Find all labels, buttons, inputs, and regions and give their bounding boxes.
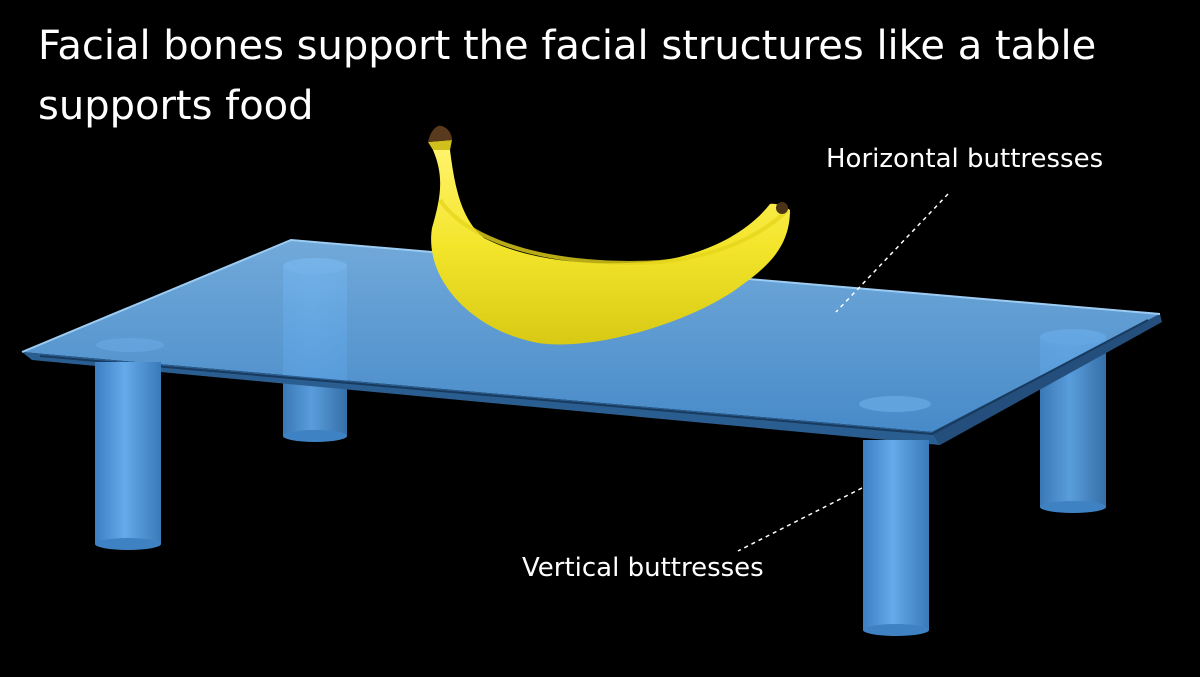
horizontal-buttresses-label: Horizontal buttresses: [826, 144, 1104, 174]
horizontal-leader-line: [835, 193, 949, 313]
vertical-buttresses-label: Vertical buttresses: [522, 553, 764, 583]
banana-stem: [428, 125, 452, 142]
slide-title: Facial bones support the facial structur…: [38, 23, 1097, 129]
front-right-leg: [863, 440, 929, 636]
banana: [428, 125, 790, 345]
front-left-leg: [95, 362, 161, 550]
vertical-leader-line: [737, 487, 863, 552]
